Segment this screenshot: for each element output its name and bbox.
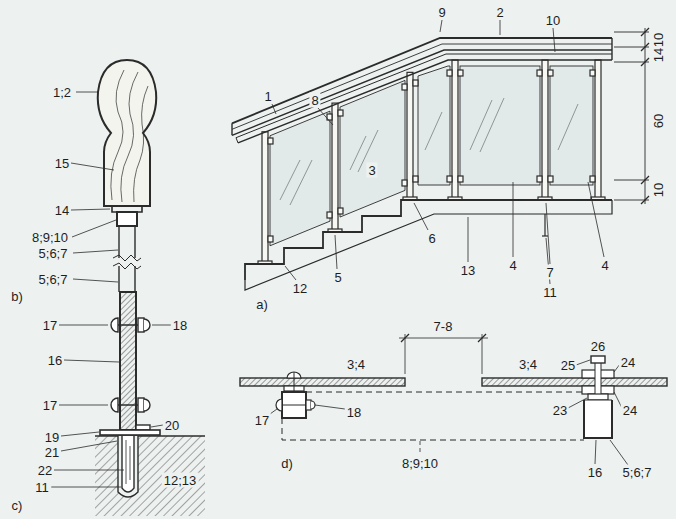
callout-number: 17: [41, 318, 59, 333]
callout-number: 4: [599, 258, 610, 273]
callout-number: 25: [559, 358, 577, 373]
callout-number: 15: [53, 156, 71, 171]
callout-number: 4: [507, 258, 518, 273]
callout-number: 11: [33, 480, 51, 495]
callout-number: 12: [291, 281, 309, 296]
callout-number: 5;6;7: [37, 246, 70, 261]
callout-number: 3;4: [345, 357, 367, 372]
callout-number: 5: [332, 270, 343, 285]
dimension-value: 14: [651, 45, 666, 63]
view-letter: c): [10, 498, 25, 513]
callout-number: 8;9;10: [30, 230, 70, 245]
callout-number: 1;2: [51, 85, 73, 100]
callout-number: 20: [163, 418, 181, 433]
callout-number: 24: [619, 355, 637, 370]
view-letter: a): [254, 297, 270, 312]
callout-number: 16: [46, 353, 64, 368]
dimension-value: 60: [651, 112, 666, 130]
stair-and-landing: [245, 200, 612, 290]
dimension-value: 7-8: [432, 319, 455, 334]
callout-number: 23: [551, 403, 569, 418]
callout-number: 3;4: [517, 357, 539, 372]
callout-number: 18: [345, 405, 363, 420]
callout-number: 9: [436, 5, 447, 20]
leader-lines: [51, 92, 171, 487]
glass-reflection: [280, 98, 578, 205]
callout-number: 26: [589, 339, 607, 354]
callout-number: 16: [586, 465, 604, 480]
callout-number: 7: [544, 265, 555, 280]
callout-number: 10: [544, 13, 562, 28]
callout-number: 8;9;10: [400, 456, 440, 471]
leader-lines: [272, 20, 604, 284]
callout-number: 8: [309, 93, 320, 108]
callout-number: 24: [621, 403, 639, 418]
callout-number: 11: [541, 285, 559, 300]
callout-number: 13: [459, 263, 477, 278]
callout-number: 18: [171, 318, 189, 333]
view-letter: d): [279, 456, 295, 471]
leader-lines: [270, 360, 628, 465]
dimension-lines: [614, 28, 649, 204]
callout-number: 17: [253, 413, 271, 428]
callout-number: 12;13: [162, 473, 199, 488]
handrail: [232, 38, 612, 143]
view-letter: b): [9, 289, 25, 304]
callout-number: 14: [53, 203, 71, 218]
callout-number: 22: [36, 463, 54, 478]
callout-number: 5;6;7: [621, 465, 654, 480]
callout-number: 3: [366, 163, 377, 178]
callout-number: 21: [43, 445, 61, 460]
callout-number: 17: [41, 398, 59, 413]
handrail-section: [95, 60, 205, 516]
dimension-value: 10: [651, 181, 666, 199]
plan-section: [240, 334, 667, 454]
callout-number: 6: [426, 231, 437, 246]
callout-number: 1: [262, 89, 273, 104]
callout-number: 2: [494, 5, 505, 20]
callout-number: 19: [43, 430, 61, 445]
callout-number: 5;6;7: [37, 272, 70, 287]
